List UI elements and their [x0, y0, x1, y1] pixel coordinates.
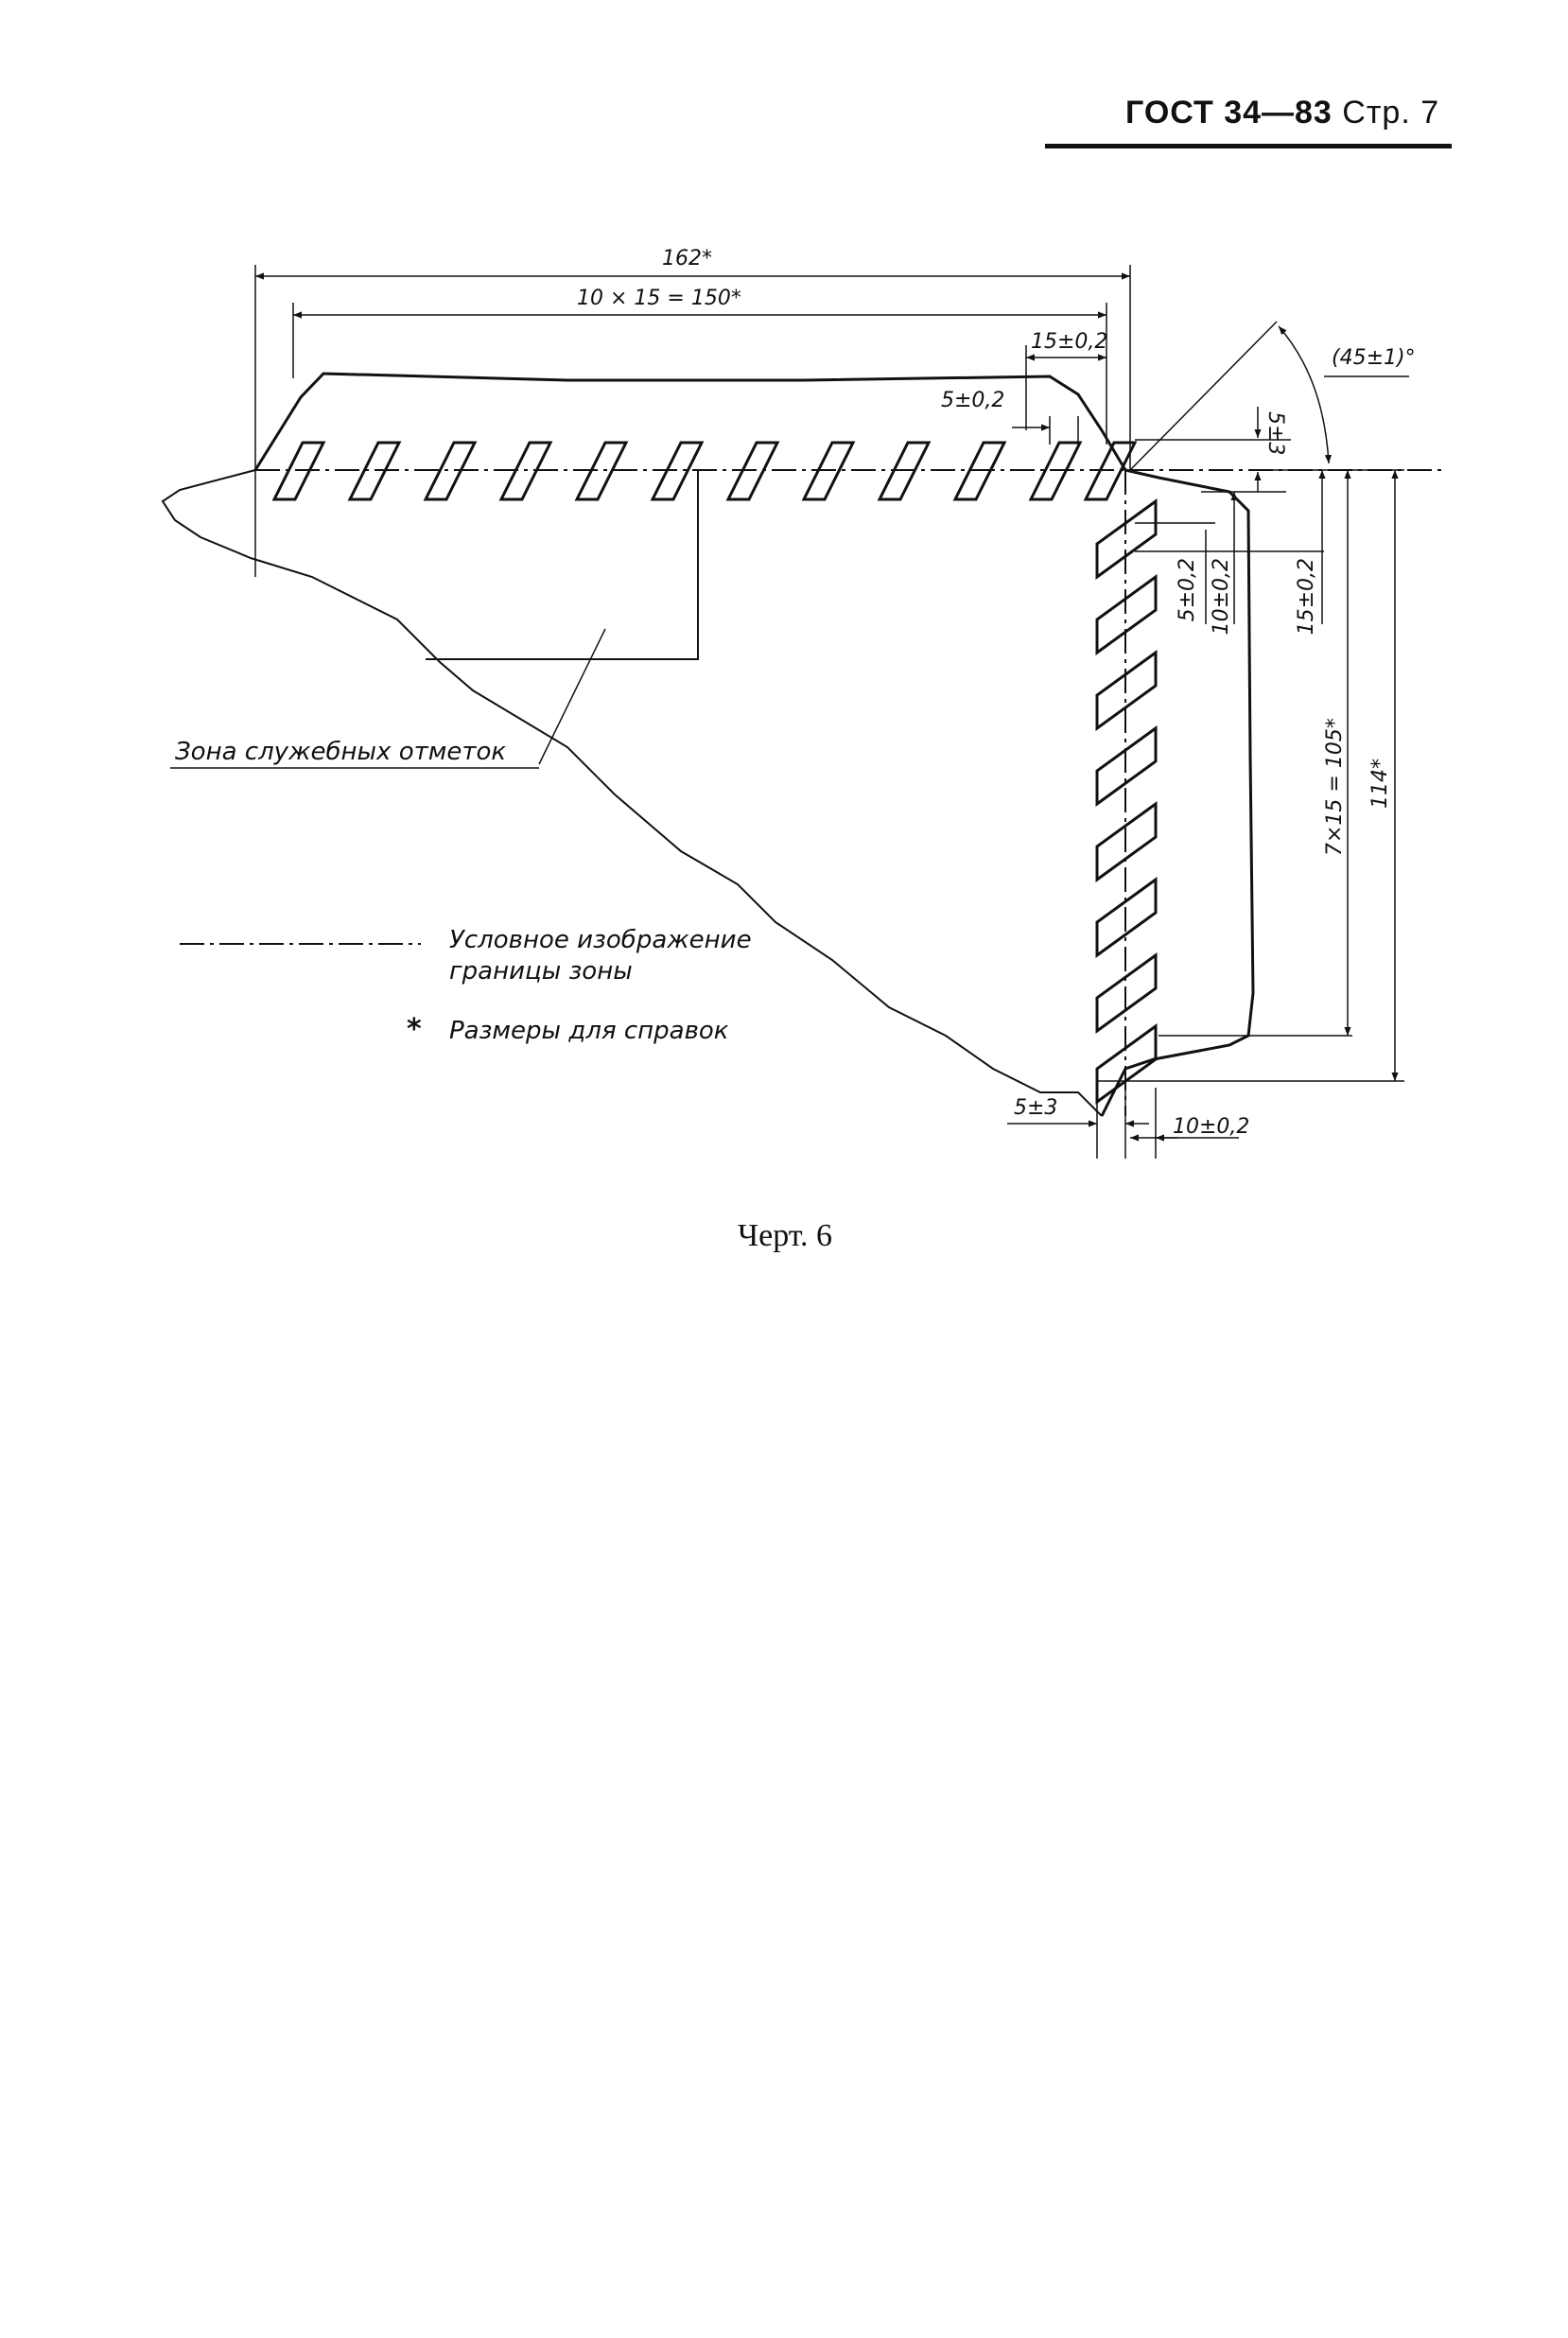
angle-line: [1129, 321, 1278, 471]
horizontal-marks: [271, 441, 1138, 501]
dim-total-width: 162*: [662, 247, 712, 270]
mark: [650, 441, 705, 501]
dim-total-height: 114*: [1368, 759, 1392, 809]
dim-angle: (45±1)°: [1332, 346, 1416, 370]
mark: [423, 441, 478, 501]
angle-arc: [1278, 325, 1333, 464]
page-header: ГОСТ 34—83 Стр. 7: [1125, 95, 1439, 131]
legend-line-text-2: границы зоны: [449, 957, 633, 986]
mark: [1095, 498, 1158, 580]
mark: [1095, 952, 1158, 1034]
dim-mark-width: 5±0,2: [941, 389, 1004, 412]
mark: [952, 441, 1007, 501]
mark: [1095, 725, 1158, 807]
mark: [725, 441, 780, 501]
page-number: Стр. 7: [1342, 95, 1440, 131]
dim-bottom-offset: 5±3: [1014, 1096, 1057, 1120]
sheet-right-edge: [1100, 468, 1255, 1117]
dim-vert-mark-width: 5±0,2: [1176, 558, 1199, 621]
header-rule: [1045, 144, 1452, 148]
legend-star-symbol: *: [407, 1013, 422, 1046]
mark: [498, 441, 553, 501]
mark: [271, 441, 326, 501]
mark: [1095, 650, 1158, 731]
legend-line-text-1: Условное изображение: [449, 926, 752, 954]
zone-leader: [538, 628, 606, 765]
dim-vert-mark-pitch-2: 15±0,2: [1295, 558, 1318, 635]
dim-top-offset: 5±3: [1263, 411, 1287, 455]
mark: [1095, 574, 1158, 655]
dim-vert-marks-height: 7×15 = 105*: [1323, 718, 1347, 856]
dim-vert-mark-pitch-1: 10±0,2: [1210, 558, 1233, 635]
dim-bottom-width: 10±0,2: [1173, 1115, 1249, 1139]
mark: [801, 441, 856, 501]
legend-star-text: Размеры для справок: [449, 1017, 729, 1045]
torn-edge-left: [161, 469, 1103, 1117]
figure-caption: Черт. 6: [738, 1218, 833, 1253]
mark: [877, 441, 932, 501]
mark: [1083, 441, 1138, 501]
mark: [1028, 441, 1083, 501]
standard-number: ГОСТ 34—83: [1125, 95, 1333, 131]
service-zone-box: [426, 470, 699, 660]
mark: [574, 441, 629, 501]
mark: [347, 441, 402, 501]
dim-mark-pitch: 15±0,2: [1031, 330, 1107, 354]
mark: [1095, 801, 1158, 882]
sheet-top-edge: [253, 372, 1127, 471]
dim-marks-width: 10 × 15 = 150*: [577, 287, 741, 310]
zone-label: Зона служебных отметок: [175, 738, 506, 766]
mark: [1095, 877, 1158, 958]
